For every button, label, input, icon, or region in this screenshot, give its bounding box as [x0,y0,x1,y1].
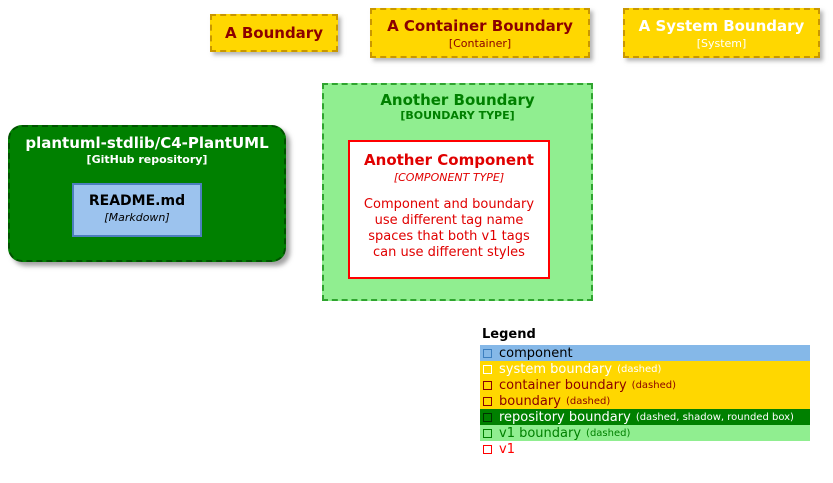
boundary-another: Another Boundary [BOUNDARY TYPE] Another… [322,83,593,301]
legend-row-v1: v1 [480,441,810,457]
legend-row-note: (dashed) [631,379,676,391]
boundary-system-title: A System Boundary [638,17,805,35]
repository-title: plantuml-stdlib/C4-PlantUML [25,134,269,152]
legend: Legend component system boundary (dashed… [480,327,810,457]
boundary-container-subtitle: [Container] [448,37,512,50]
another-component-body: Component and boundary use different tag… [363,197,535,260]
legend-row-label: system boundary [499,361,613,377]
readme-subtitle: [Markdown] [104,211,170,224]
component-swatch-icon [483,348,492,358]
legend-row-label: boundary [499,393,561,409]
legend-row-label: v1 boundary [499,425,582,441]
boundary-a-boundary: A Boundary [210,14,338,52]
another-component: Another Component [COMPONENT TYPE] Compo… [348,140,550,279]
legend-row-component: component [480,345,810,361]
repository-boundary-swatch-icon [483,412,492,422]
boundary-container-title: A Container Boundary [387,17,573,35]
another-component-title: Another Component [364,151,534,169]
legend-title: Legend [482,327,536,342]
legend-row-label: container boundary [499,377,627,393]
legend-row-boundary: boundary (dashed) [480,393,810,409]
legend-row-note: (dashed, shadow, rounded box) [635,411,794,423]
repository-boundary: plantuml-stdlib/C4-PlantUML [GitHub repo… [8,125,286,262]
v1-boundary-swatch-icon [483,428,492,438]
boundary-swatch-icon [483,396,492,406]
boundary-system-subtitle: [System] [696,37,747,50]
legend-row-note: (dashed) [565,395,611,407]
legend-row-repository-boundary: repository boundary (dashed, shadow, rou… [480,409,810,425]
boundary-a-boundary-title: A Boundary [225,24,323,42]
legend-row-note: (dashed) [617,363,662,375]
boundary-another-title: Another Boundary [380,91,535,109]
legend-row-system-boundary: system boundary (dashed) [480,361,810,377]
legend-row-note: (dashed) [586,427,631,439]
boundary-system: A System Boundary [System] [623,8,820,58]
readme-title: README.md [88,193,186,209]
legend-row-label: repository boundary [499,409,631,425]
another-component-subtitle: [COMPONENT TYPE] [393,171,505,184]
legend-row-v1-boundary: v1 boundary (dashed) [480,425,810,441]
container-boundary-swatch-icon [483,380,492,390]
legend-row-label: v1 [499,441,515,457]
v1-swatch-icon [483,444,492,454]
boundary-another-subtitle: [BOUNDARY TYPE] [400,109,515,122]
repository-subtitle: [GitHub repository] [86,153,208,166]
system-boundary-swatch-icon [483,364,492,374]
readme-component: README.md [Markdown] [72,183,202,237]
boundary-container: A Container Boundary [Container] [370,8,590,58]
legend-row-label: component [499,345,573,361]
legend-row-container-boundary: container boundary (dashed) [480,377,810,393]
